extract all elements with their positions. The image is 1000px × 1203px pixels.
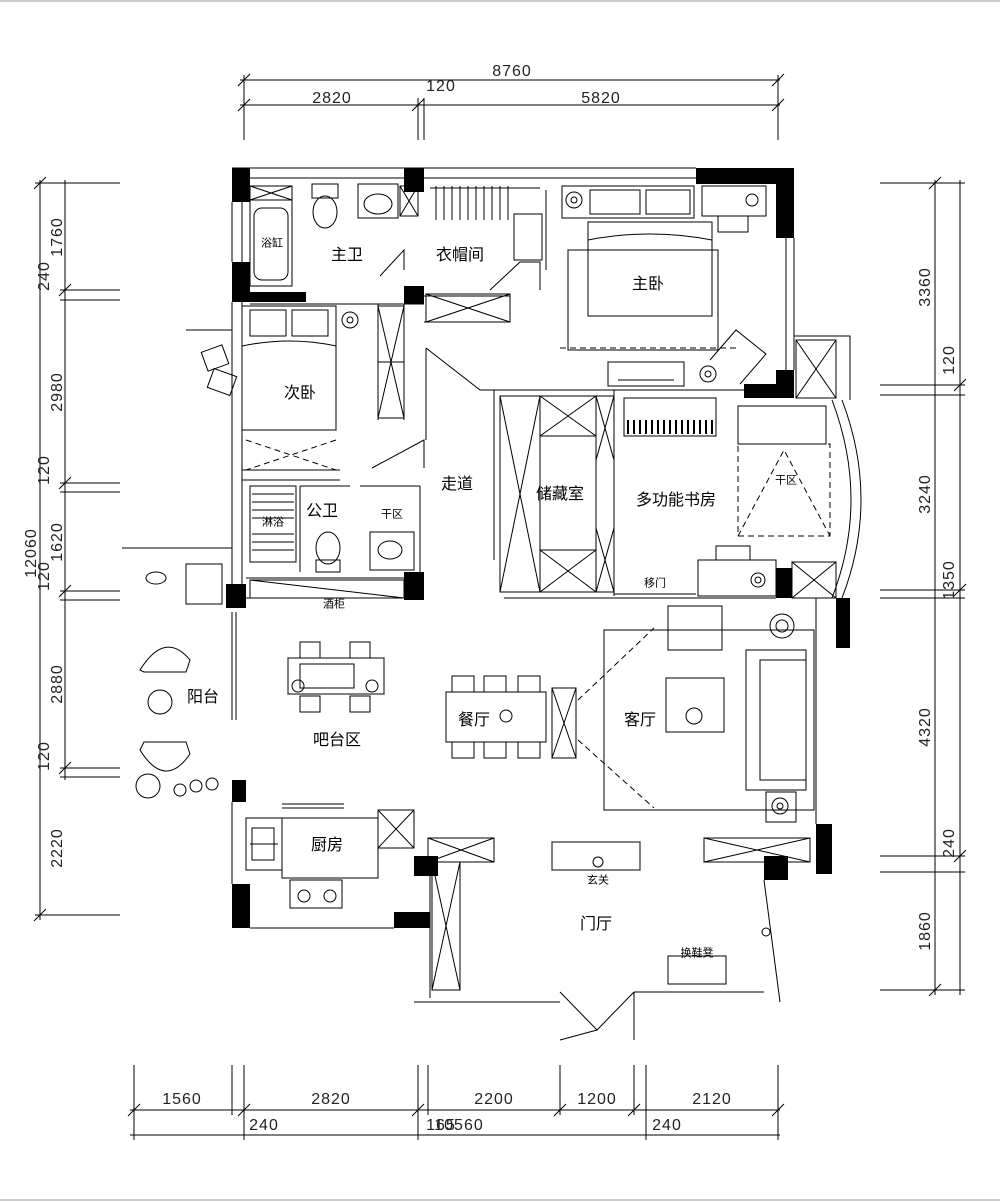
floor-plan-drawing bbox=[0, 0, 1000, 1201]
